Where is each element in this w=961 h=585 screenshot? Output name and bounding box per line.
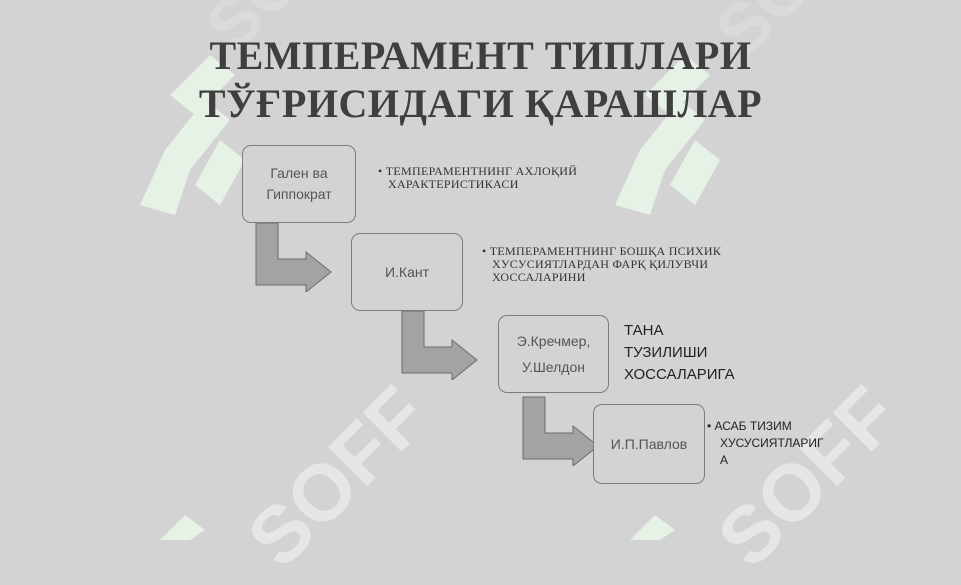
step-box-kretschmer-sheldon: Э.Кречмер, У.Шелдон	[498, 315, 609, 393]
step-note-line: ХАРАКТЕРИСТИКАСИ	[388, 177, 519, 191]
step-note-pavlov: • АСАБ ТИЗИМ ХУСУСИЯТЛАРИГ А	[707, 418, 824, 469]
step-note-line: • ТЕМПЕРАМЕНТНИНГ АХЛОҚИЙ	[378, 164, 578, 178]
step-note-kant: • ТЕМПЕРАМЕНТНИНГ БОШҚА ПСИХИК ХУСУСИЯТЛ…	[482, 245, 721, 284]
page-title-line-2: ТЎҒРИСИДАГИ ҚАРАШЛАР	[198, 81, 763, 126]
step-note-line: ТУЗИЛИШИ	[624, 344, 708, 361]
watermark-logo	[160, 515, 205, 540]
step-note-line: • ТЕМПЕРАМЕНТНИНГ БОШҚА ПСИХИК	[482, 244, 722, 258]
arrow-3	[522, 396, 599, 466]
step-box-galen-hippocrates: Гален ва Гиппократ	[242, 145, 356, 223]
step-box-kant: И.Кант	[351, 233, 463, 311]
step-note-line: ХОССАЛАРИГА	[624, 366, 735, 383]
step-note-kretschmer-sheldon: ТАНА ТУЗИЛИШИ ХОССАЛАРИГА	[624, 320, 735, 386]
step-note-galen-hippocrates: • ТЕМПЕРАМЕНТНИНГ АХЛОҚИЙ ХАРАКТЕРИСТИКА…	[378, 165, 577, 191]
arrow-1	[255, 222, 332, 292]
step-box-line: И.П.Павлов	[610, 435, 688, 452]
step-note-line: • АСАБ ТИЗИМ	[707, 419, 792, 433]
watermark-text: SOFF	[700, 369, 915, 584]
step-note-line: ХОССАЛАРИНИ	[492, 270, 586, 284]
step-box-pavlov: И.П.Павлов	[593, 404, 705, 484]
step-box-line: Э.Кречмер,	[516, 333, 591, 349]
step-box-line: И.Кант	[384, 263, 430, 280]
arrow-2	[401, 310, 478, 380]
page-title-line-1: ТЕМПЕРАМЕНТ ТИПЛАРИ	[209, 33, 752, 78]
step-note-line: ХУСУСИЯТЛАРДАН ФАРҚ ҚИЛУВЧИ	[492, 257, 709, 271]
step-box-line: Гален ва	[270, 165, 328, 181]
watermark-text: SOFF	[230, 369, 445, 584]
step-note-line: А	[720, 453, 729, 467]
step-note-line: ТАНА	[624, 322, 664, 339]
watermark-logo	[630, 515, 675, 540]
step-note-line: ХУСУСИЯТЛАРИГ	[720, 436, 824, 450]
step-box-line: У.Шелдон	[522, 359, 585, 375]
step-box-line: Гиппократ	[266, 186, 332, 202]
